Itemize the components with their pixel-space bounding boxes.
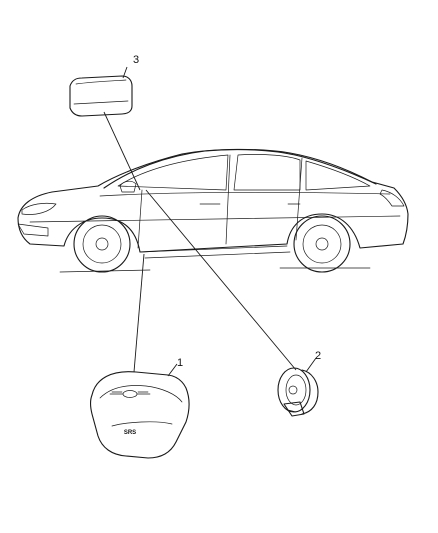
leader-line-2-car	[145, 189, 297, 371]
sedan-side-view	[17, 148, 409, 273]
clockspring-module	[277, 367, 319, 417]
callout-1: 1	[177, 357, 183, 369]
leader-line-1-car	[133, 253, 145, 373]
leader-line-3	[122, 66, 128, 79]
driver-airbag-module: SRS	[89, 371, 190, 459]
emblem-icon	[109, 390, 151, 398]
leader-line-3-car	[103, 111, 141, 191]
leader-line-2	[305, 357, 317, 373]
passenger-airbag-module	[69, 75, 133, 117]
srs-badge: SRS	[124, 430, 136, 436]
callout-2: 2	[315, 350, 321, 362]
leader-line-1	[167, 363, 178, 377]
callout-3: 3	[133, 54, 139, 66]
